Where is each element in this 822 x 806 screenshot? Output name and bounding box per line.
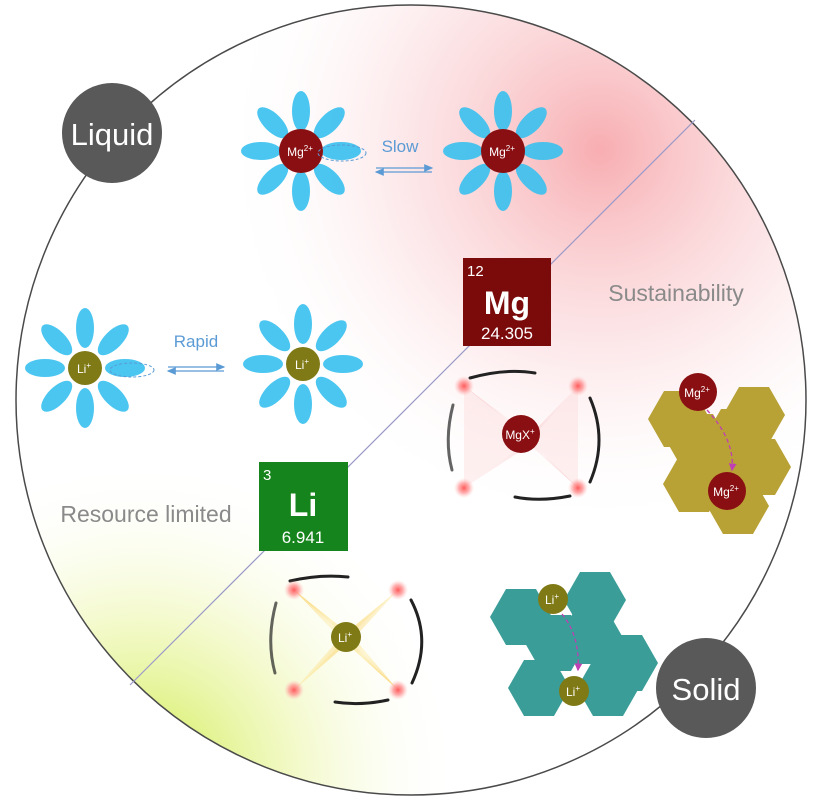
liquid-badge-label: Liquid — [71, 117, 154, 152]
mg-solvated-ion-right: Mg2+ — [443, 91, 563, 211]
solid-badge: Solid — [656, 638, 756, 738]
li-atomic-mass: 6.941 — [282, 528, 325, 547]
mg-symbol: Mg — [484, 285, 530, 321]
slow-label: Slow — [382, 137, 420, 156]
svg-text:Mg2+: Mg2+ — [684, 385, 710, 400]
mg-element-tile: 12 Mg 24.305 — [463, 258, 551, 346]
mg-atomic-number: 12 — [467, 263, 484, 280]
li-solvated-ion-left: Li+ — [25, 308, 145, 428]
li-ion-label: Li — [566, 685, 575, 699]
rapid-exchange-arrows — [166, 363, 226, 375]
svg-text:Mg2+: Mg2+ — [489, 144, 515, 159]
svg-text:Li+: Li+ — [338, 630, 352, 645]
diagonal-divider — [129, 119, 696, 686]
li-ion-charge: + — [575, 684, 580, 693]
mg-ion-label: Mg — [489, 145, 506, 159]
mg-ion-label: Mg — [684, 386, 701, 400]
mg-ion-charge: 2+ — [730, 484, 739, 493]
main-circle — [15, 4, 807, 796]
liquid-badge: Liquid — [62, 83, 162, 183]
li-ion-label: Li — [338, 631, 347, 645]
li-ion-charge: + — [347, 630, 352, 639]
slow-exchange-arrows — [374, 164, 434, 176]
li-solvated-ion-right: Li+ — [243, 304, 363, 424]
li-framework: Li+ — [269, 574, 424, 706]
mg-ion-charge: 2+ — [304, 144, 313, 153]
mg-ion-label: Mg — [713, 485, 730, 499]
mg-ion-charge: 2+ — [701, 385, 710, 394]
svg-text:Li+: Li+ — [566, 684, 580, 699]
li-ion-migration: Li+ Li+ — [538, 584, 589, 706]
li-ion-charge: + — [86, 361, 91, 370]
mg-ion-label: Mg — [287, 145, 304, 159]
li-atomic-number: 3 — [263, 467, 271, 484]
mg-solvated-ion-left: Mg2+ — [241, 91, 361, 211]
rapid-label: Rapid — [174, 332, 218, 351]
mg-atomic-mass: 24.305 — [481, 324, 533, 343]
mgx-ion-label: MgX — [505, 428, 530, 442]
solid-badge-label: Solid — [672, 672, 741, 707]
resource-limited-label: Resource limited — [60, 501, 231, 527]
svg-text:MgX+: MgX+ — [505, 427, 535, 442]
mgx-ion-charge: + — [530, 427, 535, 436]
svg-text:Li+: Li+ — [77, 361, 91, 376]
li-element-tile: 3 Li 6.941 — [259, 462, 348, 551]
mg-ion-charge: 2+ — [506, 144, 515, 153]
mg-solvent-shell — [317, 144, 367, 162]
mgx-framework: MgX+ — [446, 369, 601, 501]
svg-text:Mg2+: Mg2+ — [287, 144, 313, 159]
li-ion-charge: + — [554, 592, 559, 601]
li-ion-charge: + — [304, 357, 309, 366]
svg-text:Li+: Li+ — [545, 592, 559, 607]
li-solvent-shell — [109, 362, 155, 378]
li-ion-label: Li — [295, 358, 304, 372]
sustainability-label: Sustainability — [608, 280, 744, 306]
svg-text:Li+: Li+ — [295, 357, 309, 372]
svg-text:Mg2+: Mg2+ — [713, 484, 739, 499]
li-ion-label: Li — [545, 593, 554, 607]
li-symbol: Li — [289, 487, 317, 523]
li-ion-label: Li — [77, 362, 86, 376]
mg-ion-migration: Mg2+ Mg2+ — [679, 373, 746, 510]
